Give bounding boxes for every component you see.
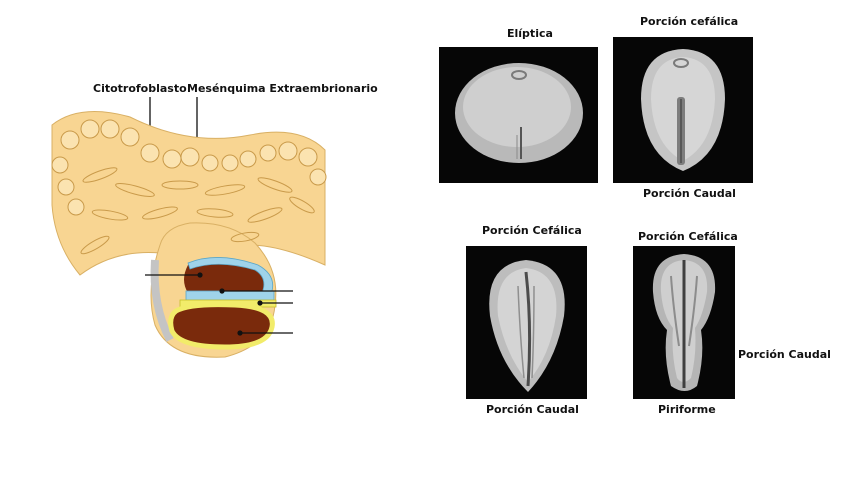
piriforme-photo — [633, 246, 735, 399]
eliptica-photo — [439, 47, 598, 183]
pointer-4-dot — [237, 330, 242, 335]
cefalica-caudal-bottom: Porción Caudal — [643, 187, 736, 200]
piriforme-side-label: Porción Caudal — [738, 348, 831, 361]
embryo-diagram — [40, 95, 340, 375]
cefalica-caudal-photo — [613, 37, 753, 183]
piriforme-bottom: Piriforme — [658, 403, 716, 416]
pointer-1-dot — [197, 272, 202, 277]
eliptica-title: Elíptica — [507, 27, 553, 40]
pointer-2-dot — [219, 288, 224, 293]
citotrofoblasto-label: Citotrofoblasto — [93, 82, 187, 95]
pointer-3-dot — [257, 300, 262, 305]
cefalica-title: Porción cefálica — [640, 15, 738, 28]
bottom-left-bottom: Porción Caudal — [486, 403, 579, 416]
epiblast-disc — [186, 291, 274, 300]
piriforme-title: Porción Cefálica — [638, 230, 738, 243]
yolk-sac — [171, 305, 273, 347]
bottom-left-photo — [466, 246, 587, 399]
mesenquima-label: Mesénquima Extraembrionario — [187, 82, 378, 95]
bottom-left-title: Porción Cefálica — [482, 224, 582, 237]
